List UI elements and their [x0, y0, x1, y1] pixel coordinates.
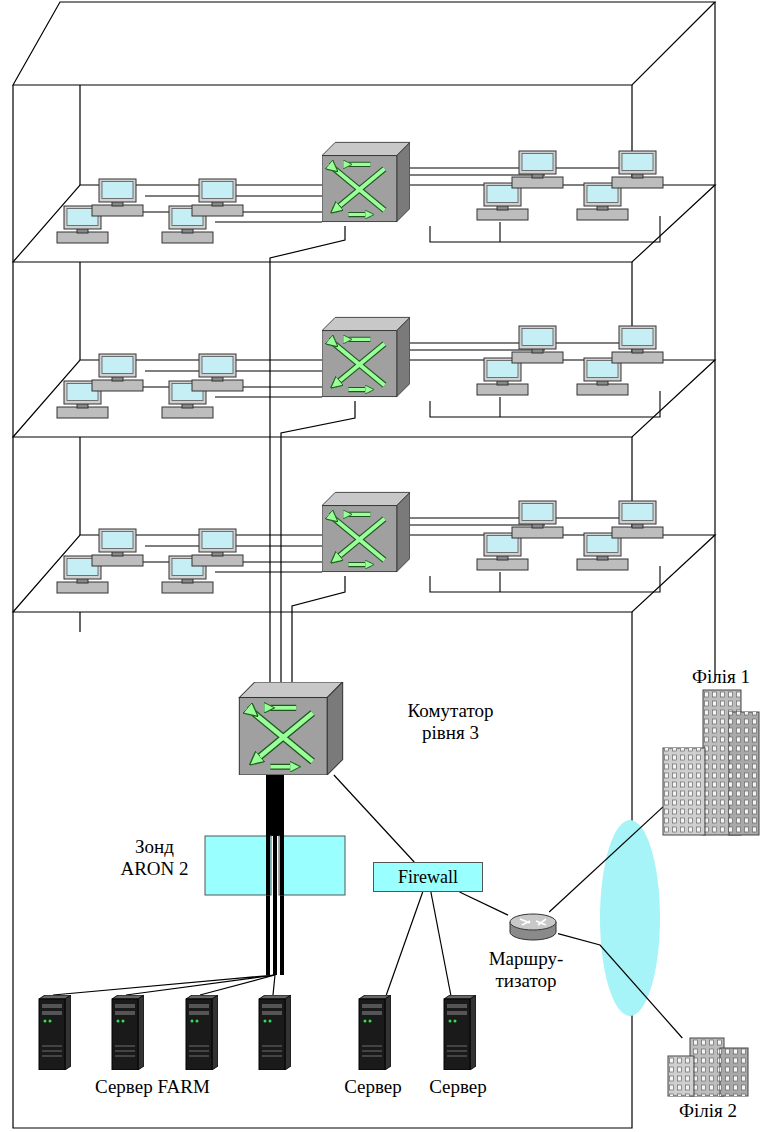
server-symbol: Сервер: [355, 995, 391, 1070]
router-symbol: Маршру- тизатор: [508, 912, 558, 942]
workstation: [92, 354, 143, 391]
floor-switch: [322, 492, 410, 571]
branch-building-icon: [720, 1048, 748, 1096]
workstation: [612, 501, 663, 538]
farm-trunk: [268, 895, 282, 975]
probe-box-icon: [279, 836, 345, 895]
uplink-wire: [292, 576, 345, 682]
l3-switch-icon: [239, 682, 342, 775]
workstation: [512, 151, 563, 188]
server-farm: [112, 995, 144, 1070]
branch-building-icon: [729, 712, 759, 835]
firewall-box: Firewall: [373, 862, 483, 892]
wan-cloud: [600, 820, 660, 1016]
network-link: [334, 775, 414, 862]
branch-building-icon: [668, 1038, 748, 1096]
workstation: [612, 151, 663, 188]
workstation: [577, 183, 628, 220]
server-farm: [259, 995, 291, 1070]
building-frame: [13, 2, 715, 1128]
router-symbol-icon: [508, 912, 558, 942]
farm-trunk: [53, 895, 282, 995]
lan-wire: [410, 524, 545, 525]
workstation: [512, 501, 563, 538]
floor-switch: [322, 317, 410, 396]
branch-building-icon: [729, 712, 759, 835]
workstation: [612, 326, 663, 363]
branch-building: Філія 2: [668, 1038, 748, 1096]
workstation: [92, 529, 143, 566]
server-farm: [39, 995, 71, 1070]
building-frame: [13, 2, 715, 85]
branch-building-icon: [668, 1056, 694, 1096]
probe-box-icon: [268, 775, 282, 895]
node-label: Зонд ARON 2: [112, 836, 197, 880]
lan-wire: [215, 221, 322, 222]
workstation: [577, 533, 628, 570]
branch-building: Філія 1: [663, 690, 759, 835]
branch-building-icon: [668, 1056, 694, 1096]
node-label: Сервер: [421, 1076, 495, 1098]
branch-building-icon: [690, 1038, 724, 1096]
branch-building-icon: [690, 1038, 724, 1096]
server-symbol-icon: [359, 995, 391, 1070]
node-label: Firewall: [392, 864, 464, 890]
uplink-wire: [270, 226, 355, 682]
node-label: Сервер: [336, 1076, 410, 1098]
node-label: Філія 2: [668, 1100, 748, 1122]
workstation: [192, 529, 243, 566]
server-symbol: Сервер: [440, 995, 476, 1070]
network-link: [558, 934, 682, 1038]
node-label: Маршру- тизатор: [478, 948, 574, 992]
server-symbol-icon: [355, 995, 391, 1070]
branch-building-icon: [663, 748, 705, 835]
floor-plane: [13, 185, 715, 612]
l3-switch: Комутатор рівня 3: [237, 682, 345, 775]
farm-trunk: [53, 975, 275, 995]
building-frame: [714, 2, 715, 682]
workstation: [577, 358, 628, 395]
server-symbol-icon: [444, 995, 476, 1070]
workstation: [192, 354, 243, 391]
lan-wire: [499, 572, 500, 592]
branch-building-icon: [663, 690, 759, 835]
branch-building-icon: [720, 1048, 748, 1096]
workstation: [477, 183, 528, 220]
server-farm: [39, 995, 291, 1070]
workstation: [192, 179, 243, 216]
node-label: Філія 1: [681, 666, 761, 688]
group-label: Сервер FARM: [95, 1076, 210, 1098]
lan-wire: [410, 349, 545, 350]
workstation: [512, 326, 563, 363]
router-symbol-icon: [510, 914, 556, 930]
workstation: [92, 179, 143, 216]
branch-building-icon: [663, 748, 705, 835]
lan-wire: [499, 397, 500, 417]
probe-box-icon: [205, 836, 345, 895]
node-label: Комутатор рівня 3: [388, 700, 513, 744]
lan-wire: [410, 174, 545, 175]
workstation: [477, 358, 528, 395]
router-symbol-icon: [520, 919, 546, 925]
network-link: [431, 892, 451, 995]
floor-lan: [57, 142, 663, 593]
lan-wire: [499, 222, 500, 242]
server-farm: [186, 995, 218, 1070]
l3-switch-icon: [237, 682, 345, 775]
network-link: [549, 807, 663, 912]
lan-wire: [215, 571, 322, 572]
server-symbol-icon: [440, 995, 476, 1070]
workstation: [477, 533, 528, 570]
network-link: [386, 892, 422, 995]
probe-box: Зонд ARON 2: [205, 836, 345, 895]
network-link: [460, 892, 509, 915]
probe-box-icon: [205, 836, 271, 895]
lan-wire: [215, 396, 322, 397]
floor-switch: [322, 142, 410, 221]
